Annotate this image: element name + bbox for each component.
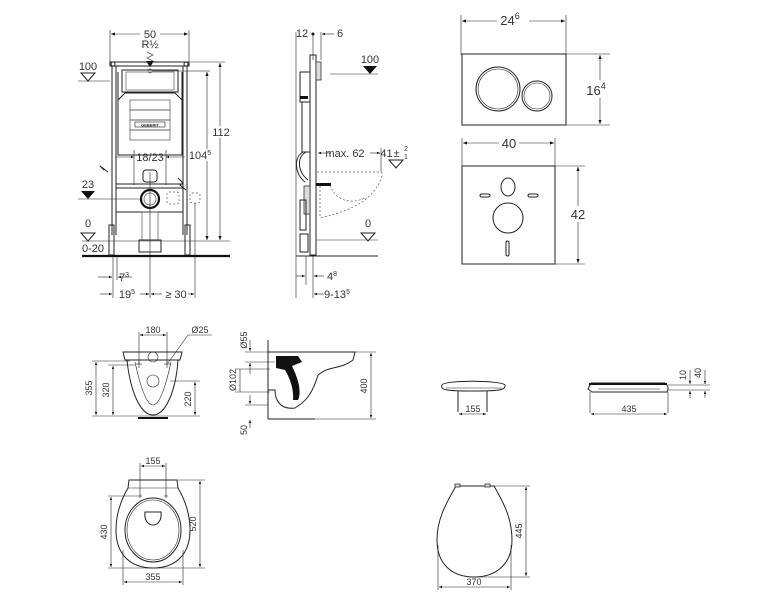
- sound-mat: [461, 165, 556, 265]
- electric-icon: [177, 177, 187, 191]
- frame-front-view: 50 R½ GEBERIT 18/23: [78, 27, 230, 301]
- level-marker-icon: [79, 232, 97, 242]
- level-drain-label: 23: [82, 179, 94, 191]
- top-hole-spacing-label: 155: [145, 456, 160, 466]
- height-inner-label: 1045: [189, 150, 211, 162]
- flush-plate-view: 246 164: [460, 11, 614, 126]
- flush-button-small: [521, 80, 553, 112]
- frame-post: [309, 54, 317, 256]
- frame-side-view: 12 6 100 max. 62 41± 2 1 0: [295, 28, 408, 301]
- bottom-b-label: 9-135: [324, 289, 350, 301]
- bowl-front-view: 180 Ø25 355 320 220: [84, 325, 212, 419]
- outlet-diameter-label: Ø102: [228, 369, 238, 391]
- seat-top-view: 445 370: [436, 483, 530, 590]
- bowl-side-outline: [268, 351, 356, 409]
- depth-a-label: 12: [296, 28, 308, 40]
- electrical-box: [166, 191, 180, 205]
- level-top-label: 100: [79, 61, 97, 73]
- level-top-label: 100: [361, 54, 379, 66]
- hole-spacing-label: 180: [145, 325, 160, 335]
- seat-front-view: 155: [441, 380, 506, 416]
- zigzag-icon: [146, 51, 154, 62]
- level-marker-filled-icon: [81, 191, 95, 199]
- outlet-height-label: 220: [183, 391, 193, 406]
- seat-length-label: 435: [621, 404, 636, 414]
- trap: [276, 356, 302, 400]
- seat-top-outline: [436, 485, 513, 578]
- seat-length-top-label: 445: [514, 523, 524, 538]
- cistern: [117, 92, 183, 156]
- flush-pipe: [299, 151, 309, 181]
- seat-height-label: 41±: [380, 148, 399, 160]
- bottom-label: 50: [239, 425, 249, 435]
- thread-label: R½: [141, 39, 158, 51]
- seat-width-label: 370: [466, 577, 481, 587]
- tolerance-up: 2: [404, 146, 408, 153]
- offset-c-label: ≥ 30: [165, 289, 186, 301]
- seat-thickness-b-label: 40: [693, 368, 703, 378]
- seat-side-view: 435 10 40: [587, 368, 710, 416]
- flush-plate-side: [315, 61, 322, 81]
- bowl-height-label: 355: [84, 380, 94, 395]
- level-floor-label: 0: [365, 218, 371, 230]
- max-distance-label: max. 62: [325, 148, 364, 160]
- bowl-top-outline: [115, 479, 191, 569]
- flush-plate: [461, 53, 567, 126]
- toilet-outline: [317, 171, 383, 219]
- sound-mat-height-label: 42: [571, 207, 585, 222]
- offset-a-label: 73: [119, 272, 129, 284]
- level-marker-icon: [359, 232, 377, 242]
- inlet-diameter-label: Ø55: [239, 331, 249, 348]
- electrical-box-outside: [189, 192, 201, 204]
- bowl-top-view: 155 430 520 355: [99, 456, 205, 585]
- floor-range-label: 0-20: [82, 243, 104, 255]
- bottom-a-label: 48: [327, 271, 337, 283]
- bowl-rim: [122, 351, 183, 361]
- frame-width-label: 50: [144, 29, 156, 41]
- bowl-length-label: 520: [188, 516, 198, 531]
- level-marker-icon: [79, 72, 97, 82]
- flush-plate-width-label: 246: [500, 11, 519, 28]
- offset-b-label: 195: [119, 289, 135, 301]
- seat-front-outline: [441, 380, 506, 392]
- level-floor-label: 0: [85, 218, 91, 230]
- flush-plate-height-label: 164: [586, 81, 605, 98]
- top-fix-height-label: 430: [99, 524, 109, 539]
- height-total-label: 112: [212, 127, 230, 139]
- brand-logo: GEBERIT: [141, 123, 159, 128]
- tolerance-down: 1: [404, 154, 408, 161]
- sound-mat-width-label: 40: [502, 136, 516, 151]
- bowl-side-height-label: 400: [359, 378, 369, 393]
- spacing-label: 18/23: [136, 152, 164, 164]
- seat-thickness-a-label: 10: [678, 370, 688, 380]
- fix-height-label: 320: [101, 382, 111, 397]
- pipe-arrow-icon: [99, 165, 109, 173]
- sound-mat-view: 40 42: [461, 135, 588, 265]
- hole-diameter-label: Ø25: [191, 325, 208, 335]
- level-marker-icon: [387, 159, 405, 169]
- bowl-body: [126, 359, 179, 416]
- depth-b-label: 6: [337, 28, 343, 40]
- bowl-side-view: Ø55 Ø102 50 400: [228, 331, 376, 435]
- flush-button-large: [475, 66, 521, 112]
- bowl-width-label: 355: [145, 572, 160, 582]
- level-marker-filled-icon: [363, 66, 377, 74]
- hinge-spacing-label: 155: [465, 404, 480, 414]
